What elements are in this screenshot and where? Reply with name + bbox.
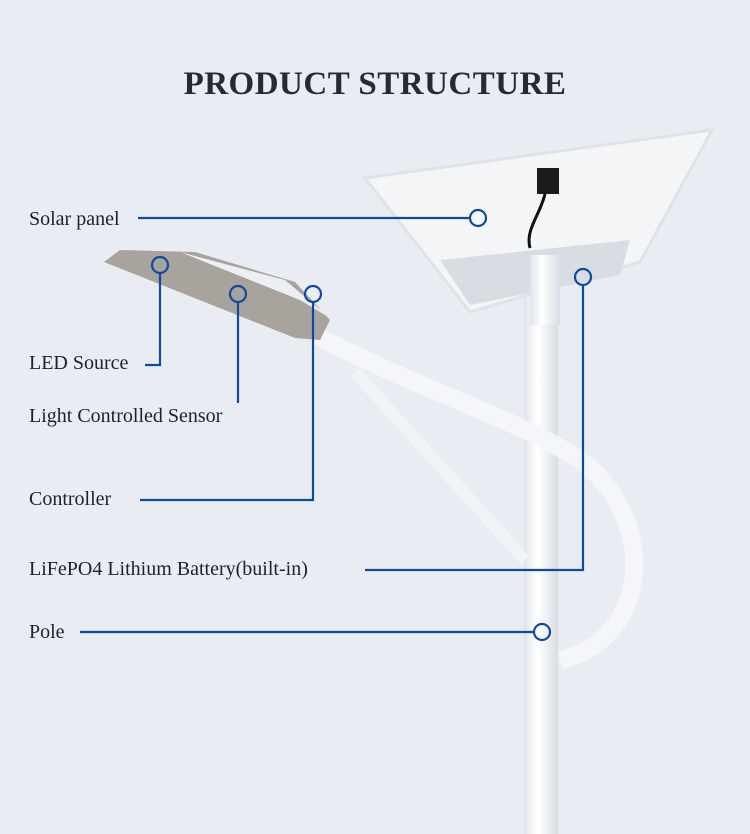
callout-line-controller [140, 302, 315, 502]
callout-marker-sensor [228, 284, 248, 304]
callout-marker-battery [573, 267, 593, 287]
label-led-source: LED Source [29, 352, 129, 374]
label-sensor: Light Controlled Sensor [29, 405, 223, 427]
label-pole: Pole [29, 621, 65, 643]
callout-line-led-source [145, 273, 162, 367]
label-controller: Controller [29, 488, 112, 510]
callout-marker-pole [532, 622, 552, 642]
arm-shape [310, 327, 644, 669]
page-title: PRODUCT STRUCTURE [183, 66, 567, 102]
callout-marker-controller [303, 284, 323, 304]
label-battery: LiFePO4 Lithium Battery(built-in) [29, 558, 308, 580]
callout-marker-solar-panel [468, 208, 488, 228]
callout-line-battery [365, 285, 585, 572]
pole-shape [524, 255, 558, 834]
callout-marker-led-source [150, 255, 170, 275]
label-solar-panel: Solar panel [29, 208, 120, 230]
